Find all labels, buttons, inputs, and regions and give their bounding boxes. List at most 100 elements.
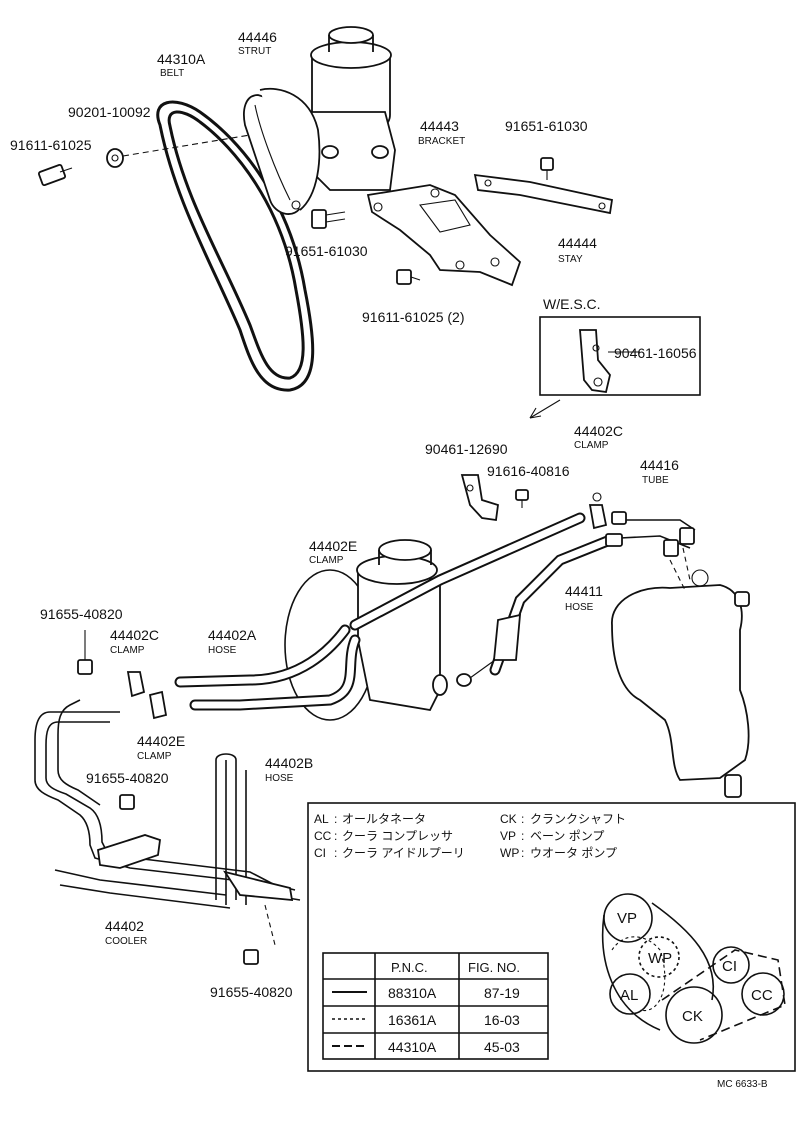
pulley-wp <box>638 936 680 978</box>
legend-code-cc: CC <box>314 829 332 843</box>
pulley-label-al: AL <box>620 987 638 1004</box>
bolt-91655-top-number: 91655-40820 <box>40 606 123 622</box>
pulley-label-wp: WP <box>648 950 672 967</box>
pulley-label-cc: CC <box>751 987 773 1004</box>
legend-sep: : <box>521 812 524 826</box>
hose-b-name: HOSE <box>265 773 294 784</box>
clamp-e-low-icon <box>148 690 168 720</box>
pulley-label-ci: CI <box>722 958 737 975</box>
clamp-e-low-number: 44402E <box>137 733 185 749</box>
pulley-cc <box>741 972 785 1016</box>
table-row-fig: 45-03 <box>484 1039 520 1055</box>
cooler-name: COOLER <box>105 936 147 947</box>
bolt-91655-bottom-number: 91655-40820 <box>210 984 293 1000</box>
clamp-c-right-number: 44402C <box>574 423 623 439</box>
clamp-90461-icon <box>460 474 499 522</box>
legend-text-cc: クーラ コンプレッサ <box>342 829 453 843</box>
bolt-bracket-icon <box>396 269 421 285</box>
clamp-90461-number: 90461-12690 <box>425 441 508 457</box>
strut-drawing <box>243 87 321 215</box>
legend-text-vp: ベーン ポンプ <box>530 829 604 843</box>
stay-drawing <box>473 173 614 215</box>
pulley-label-ck: CK <box>682 1008 703 1025</box>
table-row-pnc: 16361A <box>388 1012 437 1028</box>
clamp-e-low-name: CLAMP <box>137 751 172 762</box>
clamp-esc-number: 90461-16056 <box>614 345 697 361</box>
hose-a-name: HOSE <box>208 645 237 656</box>
bolt-top-left-icon <box>37 163 73 187</box>
bolt-91655-bottom-icon <box>243 904 276 965</box>
pulley-al <box>609 973 651 1015</box>
table-header-pnc: P.N.C. <box>391 960 428 975</box>
legend-sep: : <box>521 829 524 843</box>
bracket-drawing <box>366 184 522 287</box>
table-row-pnc: 88310A <box>388 985 437 1001</box>
wesc-label: W/E.S.C. <box>543 296 601 312</box>
pnc-table: P.N.C. FIG. NO. 88310A 87-19 16361A 16-0… <box>322 952 549 1060</box>
wesc-inset <box>529 316 701 419</box>
hoses-drawing <box>174 512 616 711</box>
tube-drawing <box>605 511 696 557</box>
strut-number: 44446 <box>238 29 277 45</box>
tube-name: TUBE <box>642 475 669 486</box>
pulley-ck <box>665 986 723 1044</box>
legend-code-wp: WP <box>500 846 519 860</box>
legend-text-ci: クーラ アイドルプーリ <box>342 846 465 860</box>
pump-body-drawing <box>284 539 448 721</box>
belt-drawing <box>156 100 315 392</box>
bolt-91655-mid-number: 91655-40820 <box>86 770 169 786</box>
legend-sep: : <box>334 846 337 860</box>
cooler-drawing <box>34 699 301 909</box>
cooler-number: 44402 <box>105 918 144 934</box>
belt-number: 44310A <box>157 51 206 67</box>
hose-44411-number: 44411 <box>565 583 603 599</box>
hose-44411-name: HOSE <box>565 602 594 613</box>
table-row-fig: 16-03 <box>484 1012 520 1028</box>
clamp-e-top-name: CLAMP <box>309 555 344 566</box>
legend-sep: : <box>334 812 337 826</box>
stay-name: STAY <box>558 254 583 265</box>
bolt-91616-icon <box>515 489 529 508</box>
nut-top-icon <box>106 134 251 168</box>
clamp-c-left-name: CLAMP <box>110 645 145 656</box>
hose-b-number: 44402B <box>265 755 313 771</box>
legend-code-vp: VP <box>500 829 516 843</box>
legend-code-al: AL <box>314 812 329 826</box>
steering-gear-drawing <box>611 547 750 798</box>
bolt-top-left-number: 91611-61025 <box>10 137 92 153</box>
table-row-pnc: 44310A <box>388 1039 437 1055</box>
bolt-91655-mid-icon <box>119 794 135 810</box>
legend-text-ck: クランクシャフト <box>530 812 626 826</box>
bracket-number: 44443 <box>420 118 459 134</box>
figure-code: MC 6633-B <box>717 1079 768 1090</box>
bolt-91655-top-icon <box>77 630 93 675</box>
bolt-stay-number: 91651-61030 <box>505 118 588 134</box>
pulley-ci <box>712 946 750 984</box>
clamp-c-left-icon <box>126 671 146 698</box>
belt-routing-diagram: VP WP AL CK CI CC <box>601 893 786 1044</box>
stay-number: 44444 <box>558 235 597 251</box>
table-row-fig: 87-19 <box>484 985 520 1001</box>
bolt-stay-icon <box>540 157 554 180</box>
clamp-c-left-number: 44402C <box>110 627 159 643</box>
legend-box: AL : オールタネータ CK : クランクシャフト CC : クーラ コンプレ… <box>307 802 796 1072</box>
nut-top-number: 90201-10092 <box>68 104 151 120</box>
legend-sep: : <box>521 846 524 860</box>
bracket-name: BRACKET <box>418 136 465 147</box>
hose-a-number: 44402A <box>208 627 257 643</box>
strut-name: STRUT <box>238 46 271 57</box>
bolt-strut-number: 91651-61030 <box>285 243 368 259</box>
pump-reservoir-top-drawing <box>298 26 396 191</box>
pulley-label-vp: VP <box>617 910 637 927</box>
tube-number: 44416 <box>640 457 679 473</box>
table-header-fig: FIG. NO. <box>468 960 520 975</box>
bolt-91616-number: 91616-40816 <box>487 463 570 479</box>
belt-name: BELT <box>160 68 184 79</box>
part-labels: 44310A BELT 44446 STRUT 90201-10092 9161… <box>10 29 697 1000</box>
legend-code-ck: CK <box>500 812 517 826</box>
legend-sep: : <box>334 829 337 843</box>
legend-text-wp: ウオータ ポンプ <box>530 846 617 860</box>
legend-text-al: オールタネータ <box>342 812 426 826</box>
clamp-c-right-name: CLAMP <box>574 440 609 451</box>
